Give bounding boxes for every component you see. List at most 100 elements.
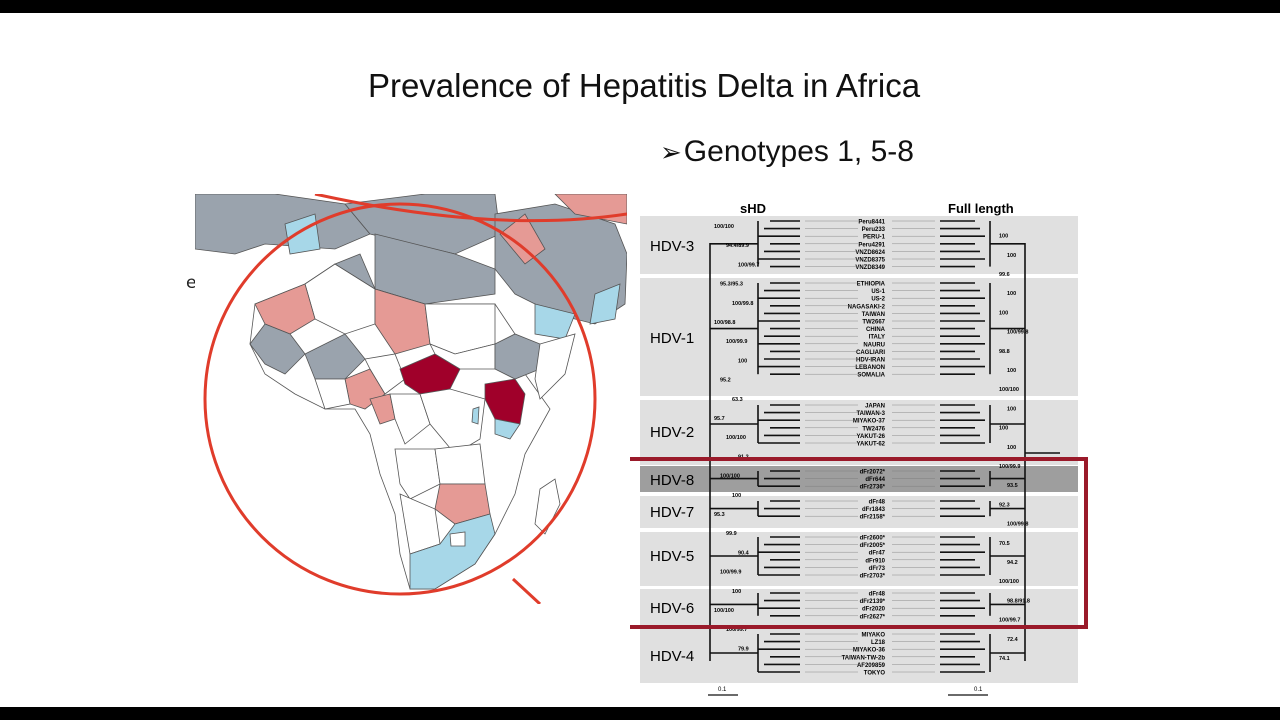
taxon-label: TOKYO bbox=[864, 671, 886, 677]
support-value: 100/99.7 bbox=[999, 618, 1020, 624]
taxon-label: Peru4291 bbox=[858, 242, 885, 248]
support-value: 94.2 bbox=[1007, 560, 1018, 566]
support-value: 93.5 bbox=[1007, 483, 1018, 489]
support-values: 100/100 100 94.4/89.9 100 100/99.7 99.6 95.3/9… bbox=[714, 224, 1030, 662]
support-value: 100/98.8 bbox=[714, 320, 735, 326]
taxon-label: dFr2005* bbox=[860, 543, 886, 549]
support-value: 100/99.7 bbox=[726, 627, 747, 633]
clade-label-hdv3: HDV-3 bbox=[650, 238, 694, 255]
support-value: 95.3/95.3 bbox=[720, 282, 743, 288]
support-value: 100/100 bbox=[714, 224, 734, 230]
support-value: 100/99.9 bbox=[720, 570, 741, 576]
support-value: 100/99.8 bbox=[1007, 522, 1028, 528]
taxon-label: Peru233 bbox=[862, 227, 886, 233]
support-value: 100/99.9 bbox=[726, 339, 747, 345]
taxon-label: VNZD8624 bbox=[855, 250, 885, 256]
taxon-label: dFr1843 bbox=[862, 507, 886, 513]
taxon-label: dFr47 bbox=[869, 551, 886, 557]
taxon-label: TAIWAN-TW-2b bbox=[842, 655, 886, 661]
taxon-label: LEBANON bbox=[855, 365, 885, 371]
taxon-label: CHINA bbox=[866, 327, 886, 333]
clade-label-hdv8: HDV-8 bbox=[650, 472, 694, 489]
support-value: 63.3 bbox=[732, 397, 743, 403]
highlight-box-hdv-5-8 bbox=[630, 457, 1088, 629]
support-value: 100/99.8 bbox=[1007, 330, 1028, 336]
taxon-label: US-2 bbox=[871, 297, 885, 303]
taxon-label: dFr910 bbox=[865, 558, 885, 564]
support-value: 100 bbox=[738, 358, 747, 364]
support-value: 74.1 bbox=[999, 656, 1010, 662]
support-value: 100 bbox=[1007, 406, 1016, 412]
bullet-arrow-icon: ➢ bbox=[660, 137, 682, 167]
bullet-item: ➢Genotypes 1, 5-8 bbox=[660, 135, 914, 169]
taxon-label: dFr2736* bbox=[860, 485, 886, 491]
clade-label-hdv1: HDV-1 bbox=[650, 330, 694, 347]
taxon-label: dFr2600* bbox=[860, 536, 886, 542]
support-value: 100 bbox=[1007, 368, 1016, 374]
support-value: 79.9 bbox=[738, 646, 749, 652]
support-value: 98.8/91.8 bbox=[1007, 598, 1030, 604]
clade-label-hdv6: HDV-6 bbox=[650, 600, 694, 617]
taxon-label: dFr2139* bbox=[860, 599, 886, 605]
support-value: 100/100 bbox=[726, 435, 746, 441]
clade-label-hdv2: HDV-2 bbox=[650, 424, 694, 441]
tree-header-left: sHD bbox=[740, 201, 766, 216]
support-value: 100 bbox=[999, 234, 1008, 240]
taxon-label: dFr2627* bbox=[860, 614, 886, 620]
phylogenetic-tree: sHD Full length HDV-3 HDV-1 HDV-2 HDV-8 … bbox=[630, 201, 1088, 696]
taxon-label: dFr644 bbox=[865, 477, 885, 483]
taxon-label: ETHIOPIA bbox=[857, 282, 886, 288]
support-value: 94.4/89.9 bbox=[726, 243, 749, 249]
support-value: 100/100 bbox=[999, 387, 1019, 393]
clade-label-hdv5: HDV-5 bbox=[650, 548, 694, 565]
tree-header-right: Full length bbox=[948, 201, 1014, 216]
slide: Prevalence of Hepatitis Delta in Africa … bbox=[0, 13, 1280, 707]
taxon-label: dFr73 bbox=[869, 566, 886, 572]
taxon-label: VNZD8375 bbox=[855, 258, 885, 264]
support-value: 100 bbox=[999, 426, 1008, 432]
support-value: 100/100 bbox=[714, 608, 734, 614]
support-value: 95.3 bbox=[714, 512, 725, 518]
support-value: 100 bbox=[999, 310, 1008, 316]
taxon-label: dFr2072* bbox=[860, 470, 886, 476]
support-value: 100/99.9 bbox=[999, 464, 1020, 470]
taxon-label: LZ18 bbox=[871, 640, 886, 646]
map-focus-circle bbox=[203, 202, 597, 596]
support-value: 95.2 bbox=[720, 378, 731, 384]
scale-bar-right: 0.1 bbox=[974, 687, 983, 693]
support-value: 100 bbox=[1007, 445, 1016, 451]
support-value: 99.6 bbox=[999, 272, 1010, 278]
support-value: 100/100 bbox=[720, 474, 740, 480]
support-value: 100/99.8 bbox=[732, 301, 753, 307]
support-value: 90.4 bbox=[738, 550, 750, 556]
taxon-label: JAPAN bbox=[865, 404, 885, 410]
taxon-label: US-1 bbox=[871, 289, 885, 295]
south-africa-low bbox=[409, 513, 496, 590]
taxon-label: CAGLIARI bbox=[856, 350, 885, 356]
taxon-label: Peru8441 bbox=[858, 220, 885, 226]
support-value: 72.4 bbox=[1007, 637, 1019, 643]
taxon-label: AF209859 bbox=[857, 663, 886, 669]
taxon-label: dFr48 bbox=[869, 500, 886, 506]
taxon-label: MIYAKO-36 bbox=[853, 648, 886, 654]
support-value: 100 bbox=[732, 493, 741, 499]
taxon-label: YAKUT-26 bbox=[857, 434, 886, 440]
taxon-label: NAGASAKI-2 bbox=[848, 304, 886, 310]
support-value: 92.3 bbox=[999, 502, 1010, 508]
taxon-label: TW2476 bbox=[862, 426, 885, 432]
taxon-label: YAKUT-62 bbox=[857, 442, 886, 448]
support-value: 100 bbox=[1007, 291, 1016, 297]
taxon-label: TAIWAN-3 bbox=[856, 411, 885, 417]
africa-map bbox=[195, 194, 627, 604]
slide-title: Prevalence of Hepatitis Delta in Africa bbox=[367, 67, 921, 104]
taxon-label: ITALY bbox=[869, 335, 885, 341]
map-africa bbox=[249, 253, 576, 590]
taxon-label: NAURU bbox=[863, 342, 885, 348]
scale-bar-left: 0.1 bbox=[718, 687, 727, 693]
support-value: 100/100 bbox=[999, 579, 1019, 585]
tree-branches bbox=[709, 220, 1060, 673]
clade-label-hdv7: HDV-7 bbox=[650, 504, 694, 521]
taxon-label: dFr48 bbox=[869, 592, 886, 598]
taxa-labels: Peru8441Peru233PERU-1Peru4291VNZD8624VNZ… bbox=[805, 220, 935, 677]
support-value: 99.9 bbox=[726, 531, 737, 537]
